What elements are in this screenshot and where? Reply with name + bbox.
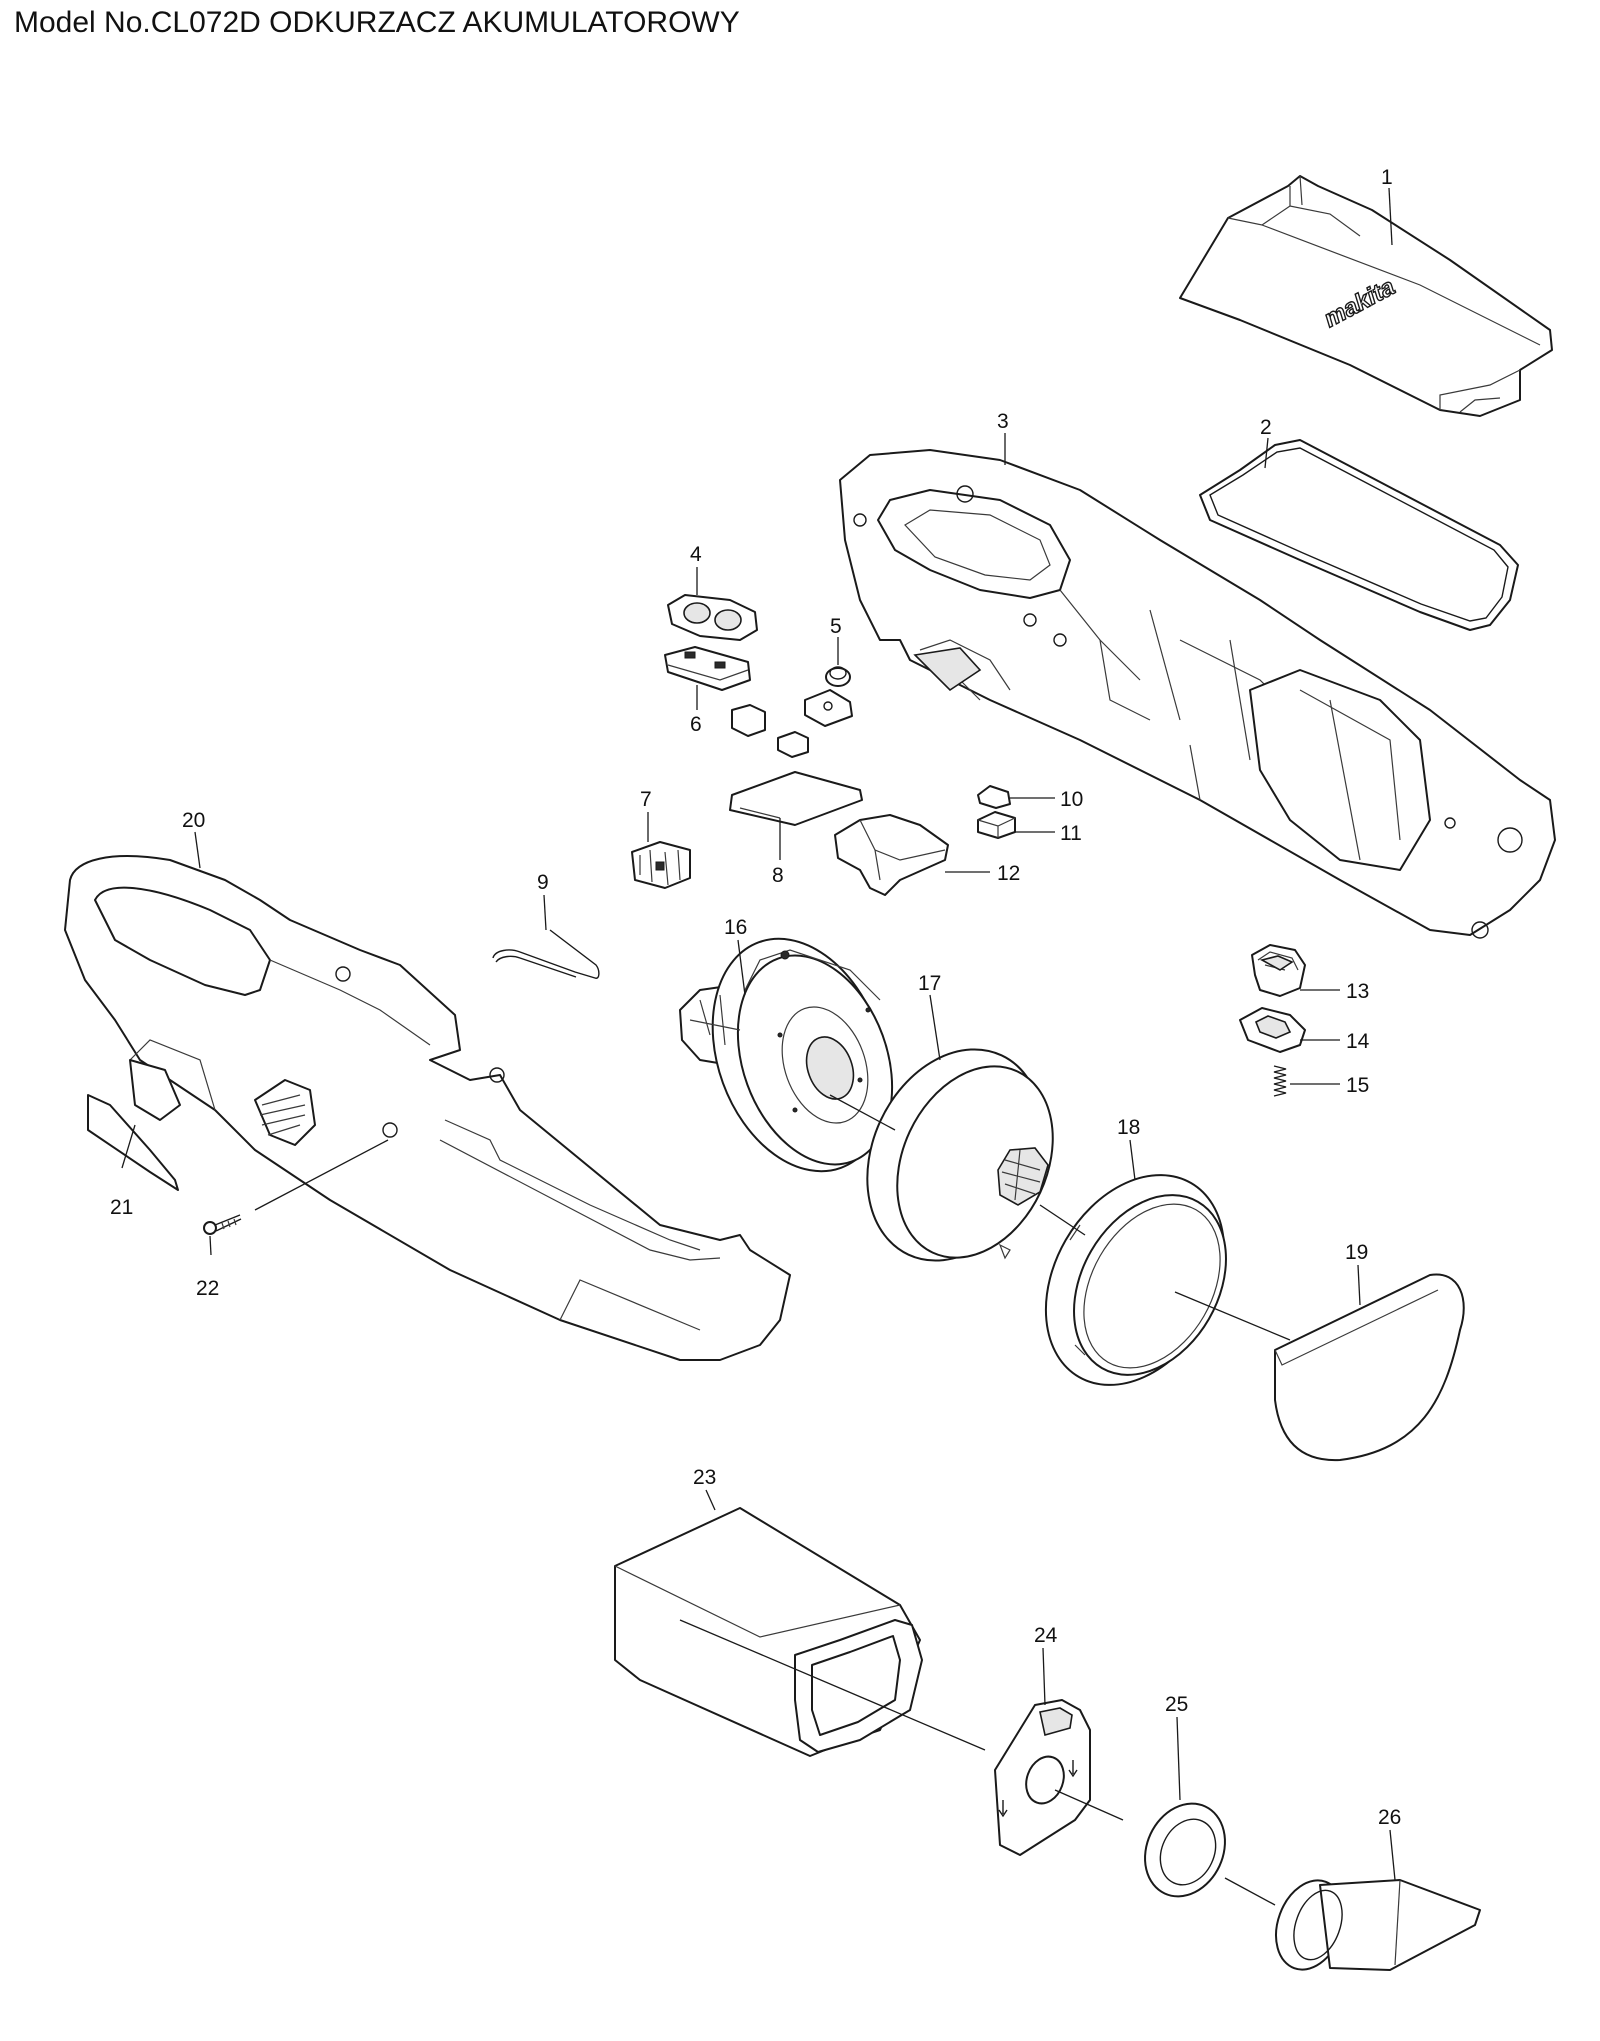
callout-18: 18 [1117, 1116, 1140, 1139]
callout-22: 22 [196, 1277, 219, 1300]
part-18-ring [1044, 1174, 1227, 1386]
part-9-wire [492, 929, 600, 979]
part-19-filter-pad [1274, 1273, 1465, 1462]
part-12-cover [834, 814, 949, 896]
callout-16: 16 [724, 916, 747, 939]
part-13-latch [1251, 944, 1306, 997]
callout-21: 21 [110, 1196, 133, 1219]
part-11-block [977, 811, 1016, 839]
callout-2: 2 [1260, 416, 1272, 439]
callout-8: 8 [772, 864, 784, 887]
part-7-terminal [631, 841, 691, 889]
leader-lines [121, 187, 1396, 1906]
part-17-filter-housing [866, 1048, 1054, 1262]
page-title: Model No.CL072D ODKURZACZ AKUMULATOROWY [14, 6, 740, 39]
callout-11: 11 [1060, 822, 1082, 845]
callout-5: 5 [830, 615, 842, 638]
callout-12: 12 [997, 862, 1020, 885]
callout-14: 14 [1346, 1030, 1370, 1053]
callout-3: 3 [997, 410, 1009, 433]
part-5-button [825, 666, 851, 687]
callout-7: 7 [640, 788, 652, 811]
callout-23: 23 [693, 1466, 716, 1489]
callout-20: 20 [182, 809, 205, 832]
callout-19: 19 [1345, 1241, 1368, 1264]
callout-1: 1 [1381, 166, 1393, 189]
part-21-plate [87, 1094, 179, 1191]
callout-10: 10 [1060, 788, 1083, 811]
part-1-top-cover: makita [1179, 175, 1553, 417]
part-8-plate [729, 771, 863, 826]
part-20-handle-housing [64, 855, 791, 1361]
callout-numbers: 1 2 3 4 5 6 7 8 9 10 11 12 13 14 15 16 1… [110, 166, 1401, 1829]
part-14-frame [1239, 1007, 1306, 1053]
part-25-seal-ring [1144, 1802, 1226, 1898]
part-2-gasket [1199, 439, 1519, 631]
callout-25: 25 [1165, 1693, 1188, 1716]
callout-13: 13 [1346, 980, 1369, 1003]
part-15-spring [1273, 1065, 1287, 1097]
callout-15: 15 [1346, 1074, 1369, 1097]
callout-6: 6 [690, 713, 702, 736]
part-4-switch-cover [667, 594, 758, 641]
part-22-screw [203, 1214, 242, 1235]
callout-4: 4 [690, 543, 702, 566]
part-10-clip [977, 785, 1011, 809]
callout-26: 26 [1378, 1806, 1401, 1829]
callout-17: 17 [918, 972, 941, 995]
part-23-filter-box [614, 1507, 923, 1757]
callout-9: 9 [537, 871, 549, 894]
part-16-motor-fan [679, 937, 894, 1173]
part-6-switch-board [664, 646, 853, 758]
callout-24: 24 [1034, 1624, 1058, 1647]
part-3-housing [839, 449, 1556, 939]
part-26-nozzle [1275, 1879, 1481, 1971]
part-24-filter-plate [994, 1699, 1091, 1856]
